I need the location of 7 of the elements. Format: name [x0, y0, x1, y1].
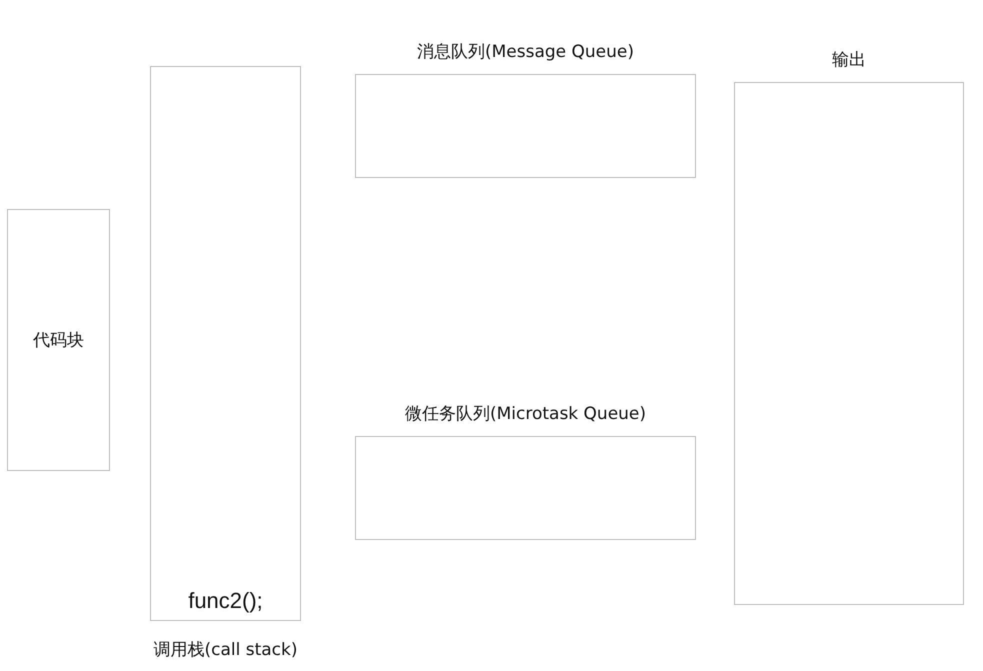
- box-heading: 输出: [832, 49, 866, 71]
- box-heading: 调用栈(call stack): [154, 639, 298, 661]
- code-block-box: [7, 209, 110, 471]
- stack-frame-text: func2();: [188, 588, 263, 614]
- box-heading: 微任务队列(Microtask Queue): [404, 403, 646, 425]
- box-label: 代码块: [33, 330, 84, 352]
- box-heading: 消息队列(Message Queue): [416, 41, 634, 63]
